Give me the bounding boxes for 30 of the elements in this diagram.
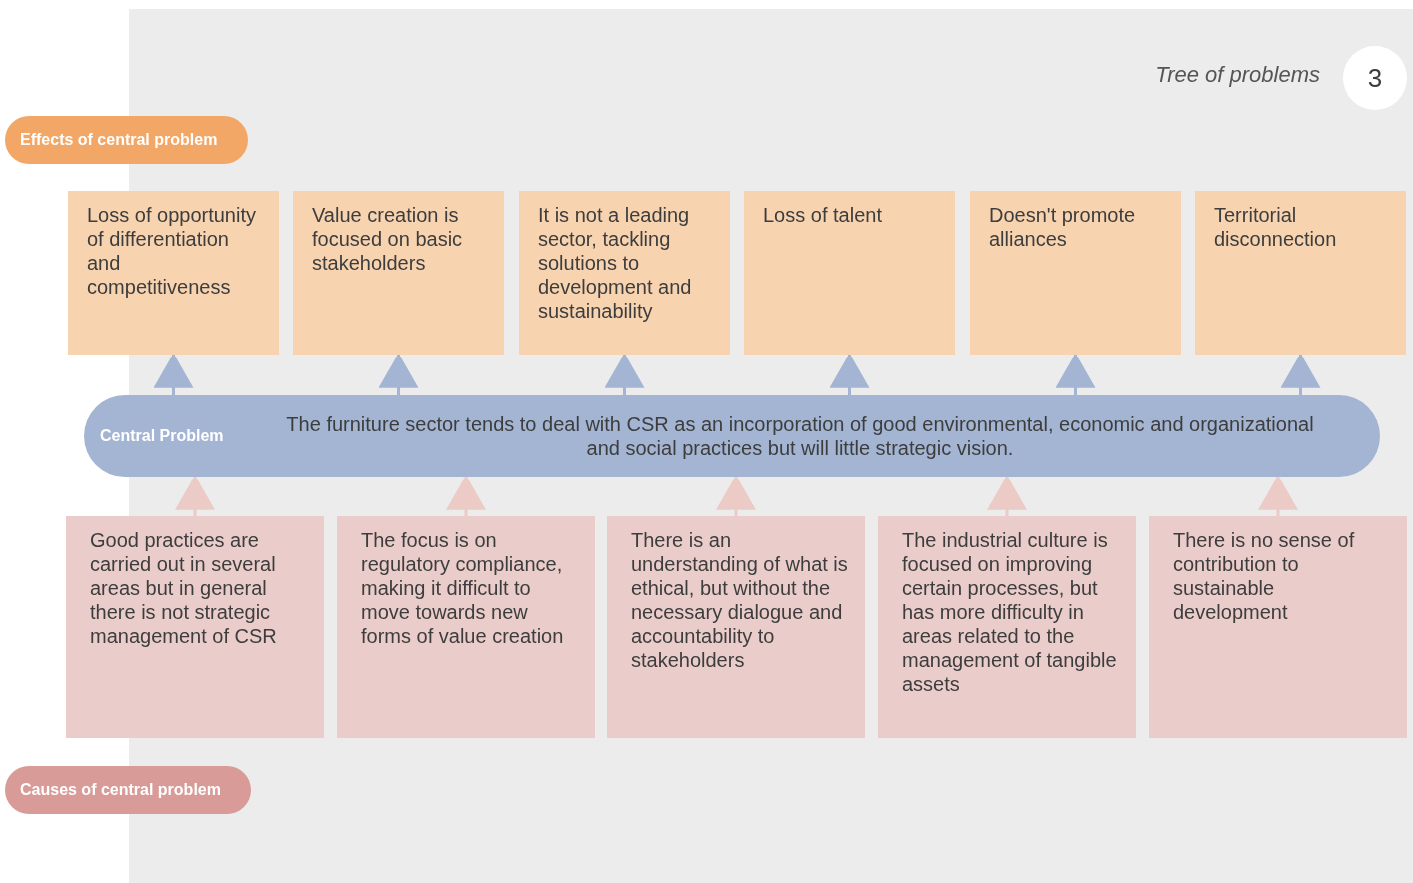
cause-box bbox=[66, 516, 324, 738]
box-text: Territorial disconnection bbox=[1214, 203, 1338, 252]
cause-box bbox=[337, 516, 595, 738]
page-number: 3 bbox=[1367, 62, 1383, 94]
effect-box bbox=[519, 191, 730, 355]
central-problem-text: The furniture sector tends to deal with CSR as an incorporation of good environmental, economic and organizational and social practices but will little strategic vision. bbox=[285, 412, 1315, 460]
diagram-title: Tree of problems bbox=[1155, 62, 1320, 88]
box-text: Loss of talent bbox=[763, 203, 882, 228]
effect-box bbox=[744, 191, 955, 355]
box-text: There is no sense of contribution to sustainable development bbox=[1173, 528, 1356, 625]
box-text: Loss of opportunity of differentiation and competitiveness bbox=[87, 203, 257, 300]
effect-box bbox=[1195, 191, 1406, 355]
box-text: It is not a leading sector, tackling solutions to development and sustainability bbox=[538, 203, 693, 324]
effect-box bbox=[293, 191, 504, 355]
section-heading: Effects of central problem bbox=[20, 131, 218, 149]
box-text: The industrial culture is focused on improving certain processes, but has more difficulty in areas related to the management of tangible assets bbox=[902, 528, 1118, 697]
effect-box bbox=[68, 191, 279, 355]
cause-box bbox=[878, 516, 1136, 738]
box-text: The focus is on regulatory compliance, making it difficult to move towards new forms of value creation bbox=[361, 528, 565, 649]
effects-heading-pill bbox=[5, 116, 248, 164]
section-heading: Causes of central problem bbox=[20, 781, 221, 799]
causes-heading-pill bbox=[5, 766, 251, 814]
cause-box bbox=[1149, 516, 1407, 738]
box-text: Doesn't promote alliances bbox=[989, 203, 1137, 252]
central-problem-label: Central Problem bbox=[100, 427, 225, 445]
box-text: Good practices are carried out in several areas but in general there is not strategic management of CSR bbox=[90, 528, 278, 649]
cause-box bbox=[607, 516, 865, 738]
box-text: There is an understanding of what is ethical, but without the necessary dialogue and accountability to stakeholders bbox=[631, 528, 849, 673]
effect-box bbox=[970, 191, 1181, 355]
box-text: Value creation is focused on basic stakeholders bbox=[312, 203, 464, 276]
